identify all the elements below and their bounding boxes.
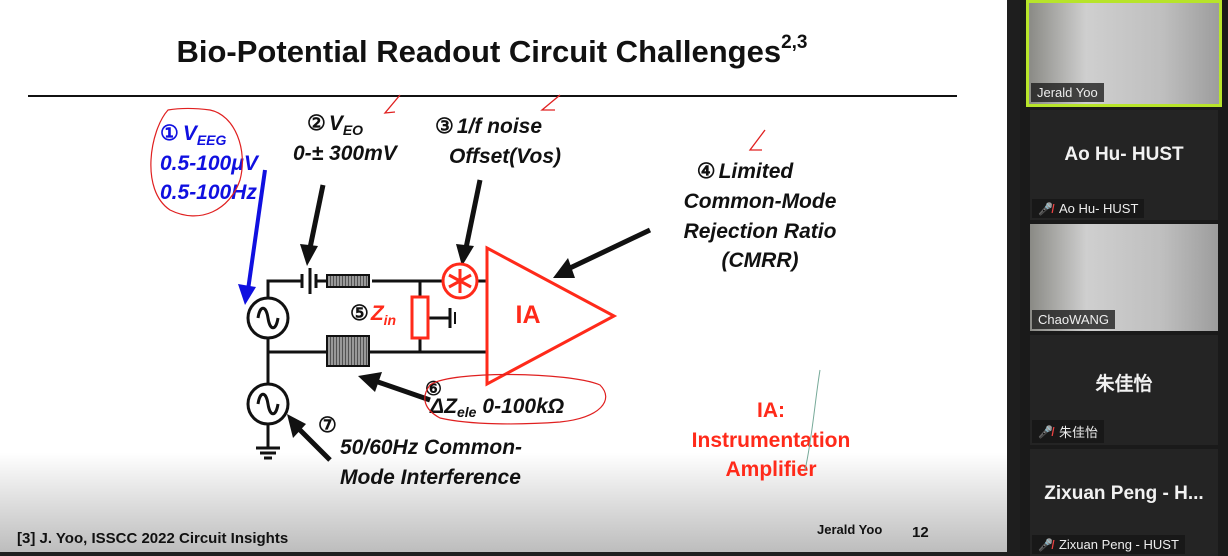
slide-title: Bio-Potential Readout Circuit Challenges… (177, 32, 808, 69)
wires (256, 268, 487, 460)
participant-name-tag: 朱佳怡 (1058, 425, 1098, 440)
ia-note: IA: Instrumentation Amplifier (692, 399, 851, 481)
participant-display-name: Ao Hu- HUST (1064, 144, 1184, 165)
svg-text:⑦: ⑦ (318, 414, 337, 437)
svg-text:50/60Hz Common-: 50/60Hz Common- (340, 436, 522, 459)
zin-label: ⑤Zin (350, 302, 396, 328)
ac-source-common-mode (246, 382, 290, 426)
participant-name-tag: Zixuan Peng - HUST (1058, 537, 1179, 552)
svg-text:(CMRR): (CMRR) (722, 249, 799, 272)
participant-tile-zhu-jiayi[interactable]: 朱佳怡 🎤̸ 朱佳怡 (1030, 335, 1218, 445)
amp-label: IA (516, 301, 541, 329)
mic-off-icon: 🎤̸ (1038, 424, 1053, 439)
circuit-diagram: Bio-Potential Readout Circuit Challenges… (28, 32, 957, 489)
participant-name-tag: Ao Hu- HUST (1058, 201, 1139, 216)
annotation-check (540, 94, 561, 111)
participant-name-tag: ChaoWANG (1032, 310, 1116, 329)
svg-text:IA:: IA: (757, 399, 785, 422)
annotation-check (748, 129, 766, 151)
input-impedance (410, 295, 430, 340)
annotation-stroke (804, 369, 821, 471)
blue-arrowhead (238, 284, 256, 305)
svg-text:Instrumentation: Instrumentation (692, 429, 851, 452)
svg-text:Rejection Ratio: Rejection Ratio (684, 220, 837, 243)
common-mode-label: ⑦ 50/60Hz Common- Mode Interference (318, 414, 522, 489)
participant-tile-jerald-yoo[interactable]: Jerald Yoo (1026, 0, 1222, 107)
svg-text:0-± 300mV: 0-± 300mV (293, 142, 399, 165)
footer-reference: [3] J. Yoo, ISSCC 2022 Circuit Insights (17, 530, 289, 547)
annotation-circle (150, 107, 243, 217)
annotation-check (383, 94, 401, 114)
svg-text:③1/f noise: ③1/f noise (435, 115, 542, 138)
electrode-impedance-bottom (326, 335, 370, 367)
svg-text:0.5-100μV: 0.5-100μV (160, 152, 260, 175)
mic-off-icon: 🎤̸ (1038, 201, 1053, 216)
participant-tile-ao-hu[interactable]: Ao Hu- HUST 🎤̸ Ao Hu- HUST (1030, 110, 1218, 220)
ac-source (246, 296, 290, 340)
svg-text:Offset(Vos): Offset(Vos) (449, 145, 561, 168)
arrows (287, 179, 652, 462)
participant-name-tag: Jerald Yoo (1031, 83, 1104, 102)
svg-text:Amplifier: Amplifier (725, 458, 816, 481)
participant-tile-zixuan-peng[interactable]: Zixuan Peng - H... 🎤̸ Zixuan Peng - HUST (1030, 449, 1218, 556)
presentation-slide: Bio-Potential Readout Circuit Challenges… (0, 0, 1007, 552)
participant-display-name: Zixuan Peng - H... (1044, 483, 1204, 504)
svg-text:Common-Mode: Common-Mode (684, 190, 837, 213)
blue-arrow (246, 169, 267, 291)
noise-source-icon (441, 262, 479, 300)
svg-text:Mode Interference: Mode Interference (340, 466, 521, 489)
svg-text:0.5-100Hz: 0.5-100Hz (160, 181, 257, 204)
participant-display-name: 朱佳怡 (1095, 374, 1153, 395)
participant-panel: Jerald Yoo Ao Hu- HUST 🎤̸ Ao Hu- HUST Cha… (1020, 0, 1228, 556)
page-number: 12 (912, 524, 929, 541)
footer-author: Jerald Yoo (817, 522, 883, 537)
mic-off-icon: 🎤̸ (1038, 537, 1053, 552)
electrode-impedance-top (326, 274, 370, 288)
annotation-circle (424, 373, 607, 425)
instrumentation-amplifier (485, 245, 618, 387)
participant-tile-chaowang[interactable]: ChaoWANG (1030, 224, 1218, 331)
